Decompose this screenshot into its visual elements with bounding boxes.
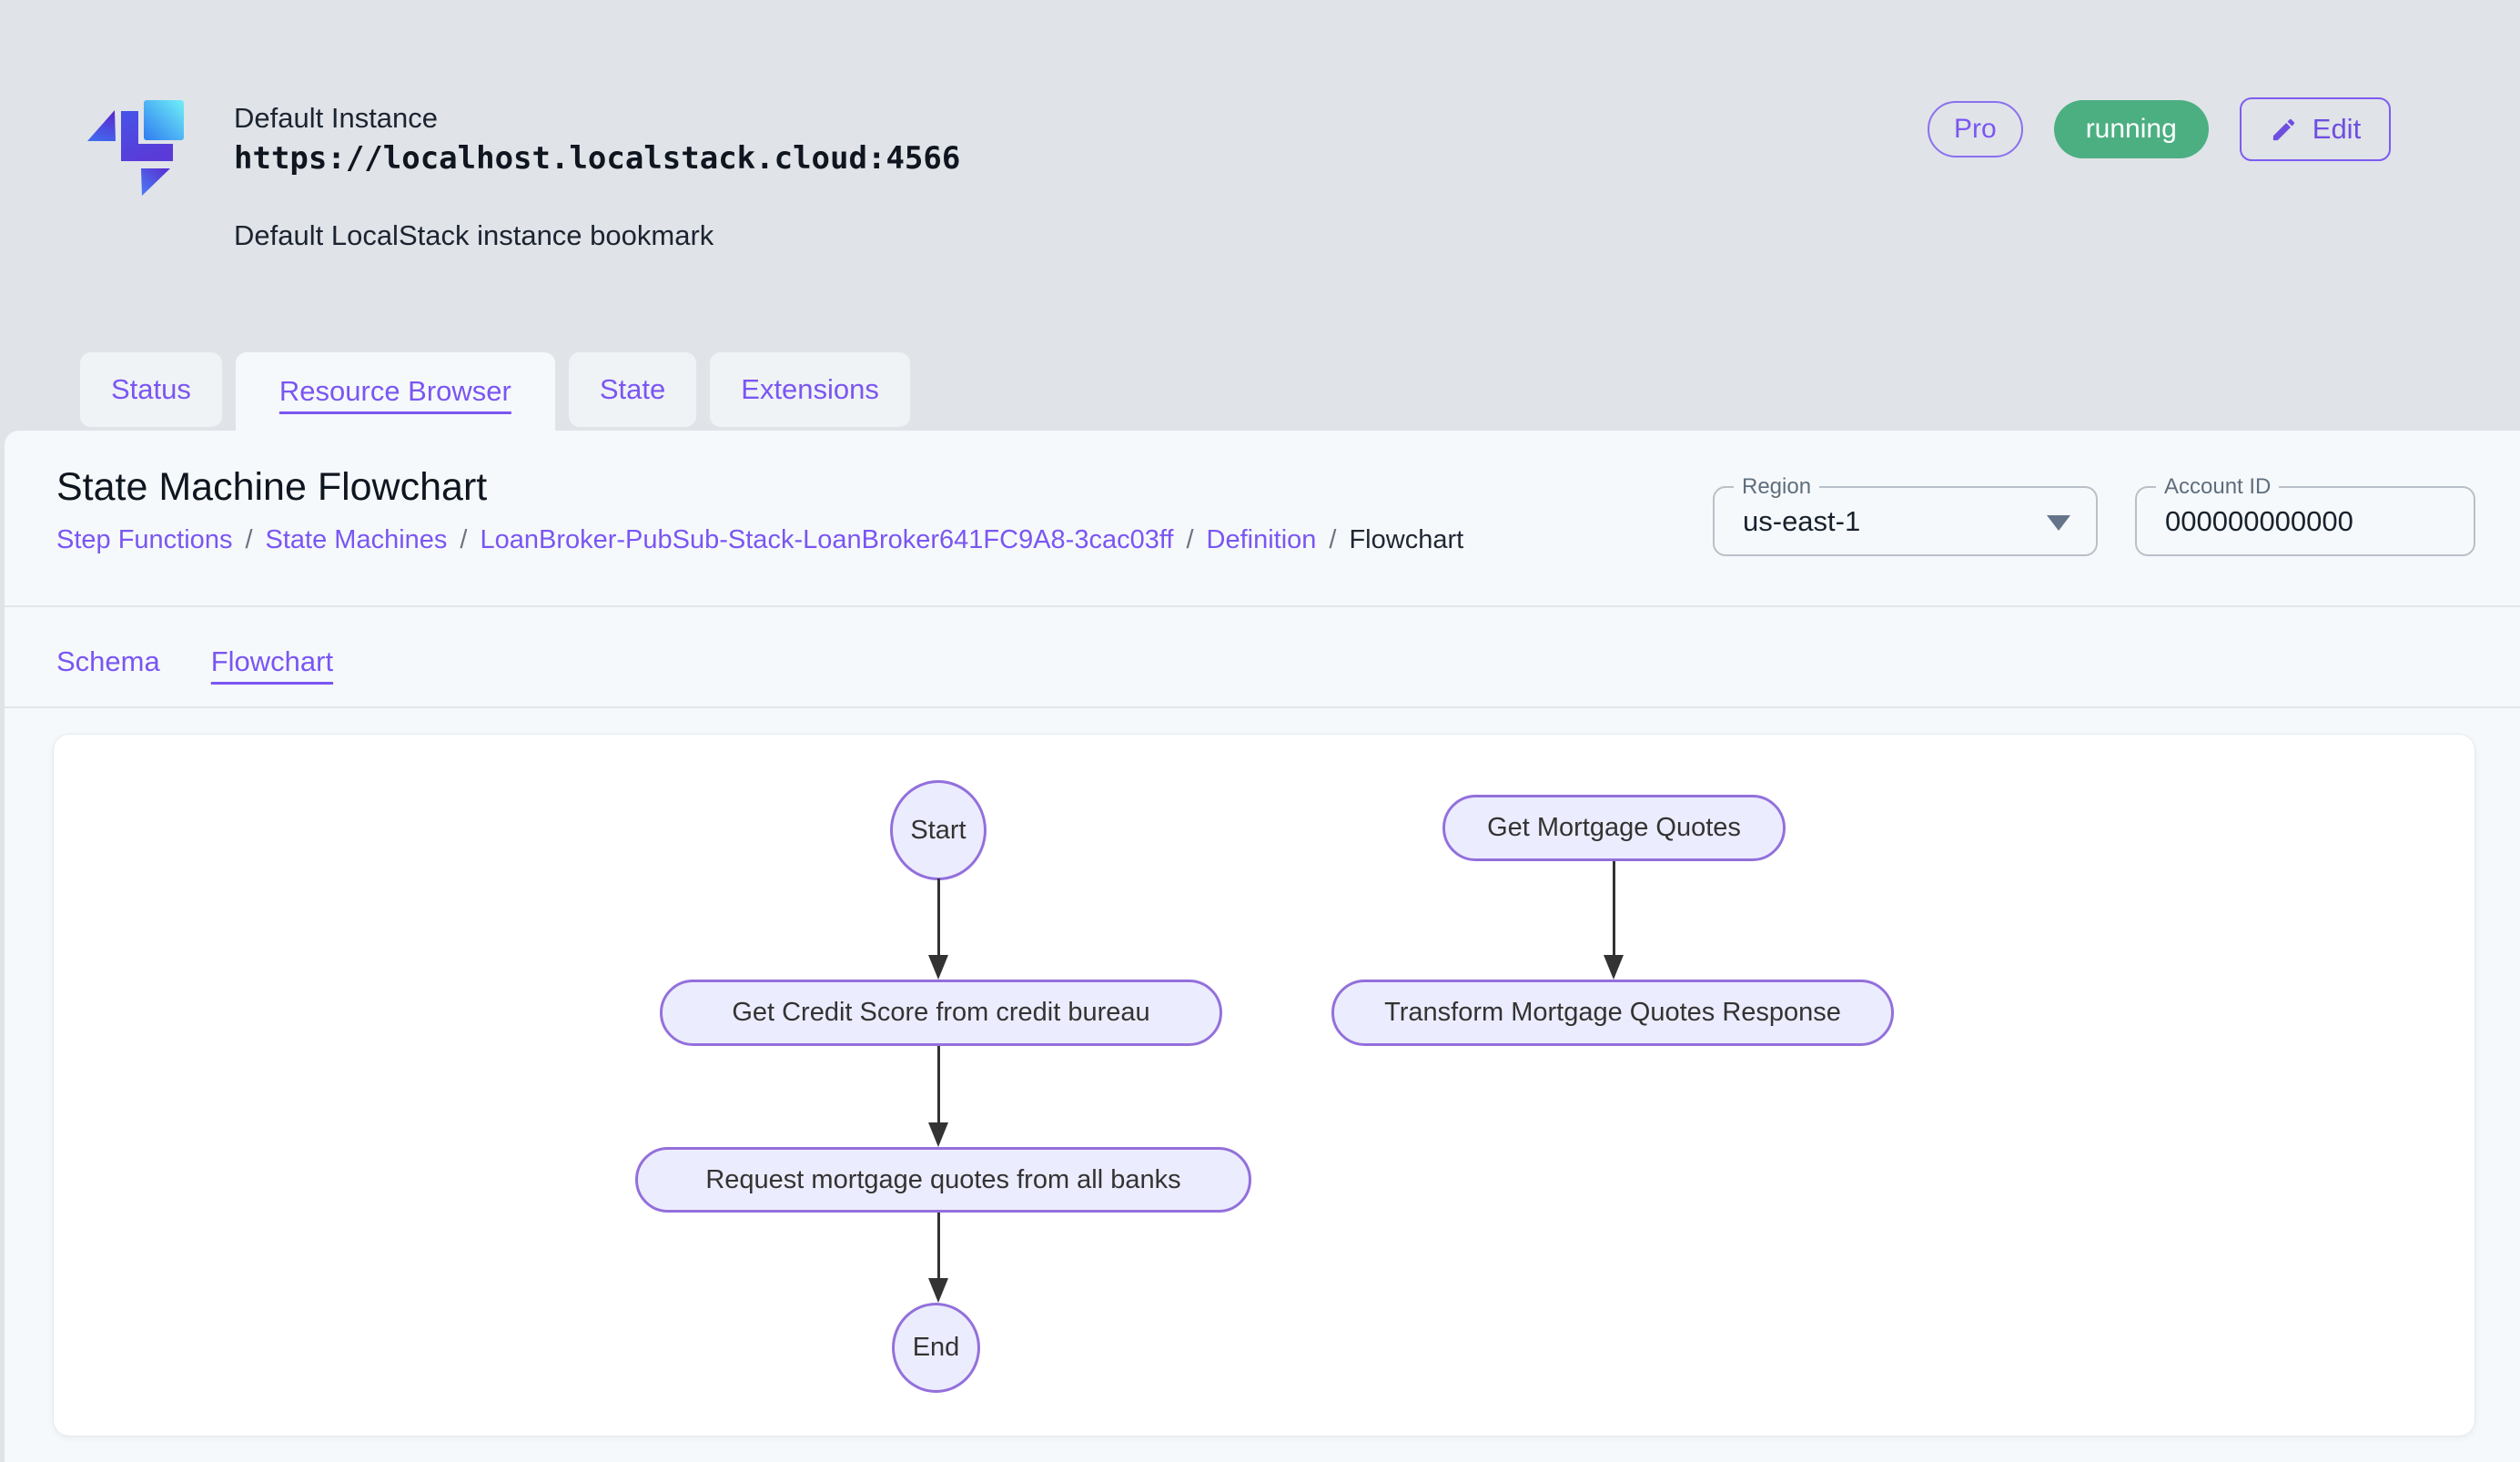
subtab-flowchart[interactable]: Flowchart bbox=[210, 645, 334, 677]
flow-node-end: End bbox=[892, 1303, 980, 1393]
edit-button[interactable]: Edit bbox=[2239, 97, 2392, 161]
edit-button-label: Edit bbox=[2312, 113, 2362, 145]
tab-status[interactable]: Status bbox=[80, 352, 222, 427]
arrowhead-icon bbox=[1604, 955, 1624, 980]
instance-name: Default Instance bbox=[234, 102, 439, 134]
flowchart-canvas: Start Get Mortgage Quotes Get Credit Sco… bbox=[53, 734, 2475, 1437]
flow-node-request-quotes: Request mortgage quotes from all banks bbox=[635, 1147, 1251, 1213]
region-select[interactable]: Region us-east-1 bbox=[1713, 474, 2098, 556]
flow-node-start: Start bbox=[890, 780, 987, 880]
tab-resource-browser[interactable]: Resource Browser bbox=[235, 352, 555, 431]
status-badge: running bbox=[2053, 100, 2209, 158]
page-title: State Machine Flowchart bbox=[56, 465, 488, 509]
account-id-field: Account ID bbox=[2135, 474, 2475, 556]
account-id-input[interactable] bbox=[2165, 488, 2447, 554]
subtab-schema[interactable]: Schema bbox=[56, 645, 160, 677]
pro-badge: Pro bbox=[1928, 101, 2023, 157]
divider bbox=[5, 706, 2520, 708]
breadcrumb-separator: / bbox=[460, 525, 468, 554]
breadcrumb-state-machines[interactable]: State Machines bbox=[265, 525, 448, 554]
arrowhead-icon bbox=[928, 1278, 948, 1303]
arrowhead-icon bbox=[928, 1122, 948, 1147]
divider bbox=[5, 605, 2520, 607]
breadcrumb-current: Flowchart bbox=[1349, 525, 1464, 554]
breadcrumb-separator: / bbox=[245, 525, 253, 554]
tab-state[interactable]: State bbox=[568, 352, 697, 427]
localstack-logo bbox=[87, 100, 184, 196]
flow-node-transform-response: Transform Mortgage Quotes Response bbox=[1331, 980, 1894, 1046]
breadcrumb-state-machine-name[interactable]: LoanBroker-PubSub-Stack-LoanBroker641FC9… bbox=[480, 525, 1174, 554]
definition-subtabs: Schema Flowchart bbox=[56, 635, 333, 689]
flow-edge-request-to-end bbox=[928, 1213, 948, 1303]
breadcrumb-separator: / bbox=[1186, 525, 1194, 554]
dropdown-arrow-icon bbox=[2047, 515, 2070, 531]
flow-edge-gmq-to-transform bbox=[1604, 861, 1624, 980]
region-select-label: Region bbox=[1734, 474, 1820, 500]
instance-controls: Pro running Edit bbox=[1928, 96, 2392, 162]
tab-extensions[interactable]: Extensions bbox=[710, 352, 910, 427]
instance-url: https://localhost.localstack.cloud:4566 bbox=[234, 140, 961, 177]
breadcrumb-definition[interactable]: Definition bbox=[1206, 525, 1317, 554]
flow-node-get-mortgage-quotes: Get Mortgage Quotes bbox=[1442, 795, 1786, 861]
content-panel: State Machine Flowchart Step Functions /… bbox=[5, 431, 2520, 1462]
flow-node-get-credit-score: Get Credit Score from credit bureau bbox=[660, 980, 1222, 1046]
region-select-value: us-east-1 bbox=[1743, 504, 1861, 537]
breadcrumb-step-functions[interactable]: Step Functions bbox=[56, 525, 233, 554]
breadcrumb-separator: / bbox=[1329, 525, 1337, 554]
arrowhead-icon bbox=[928, 955, 948, 980]
flow-edge-start-to-credit bbox=[928, 878, 948, 980]
main-tabs: Status Resource Browser State Extensions bbox=[80, 352, 910, 431]
edit-pencil-icon bbox=[2272, 118, 2294, 140]
flow-edge-credit-to-request bbox=[928, 1046, 948, 1147]
breadcrumb: Step Functions / State Machines / LoanBr… bbox=[56, 525, 1463, 555]
instance-description: Default LocalStack instance bookmark bbox=[234, 219, 714, 251]
